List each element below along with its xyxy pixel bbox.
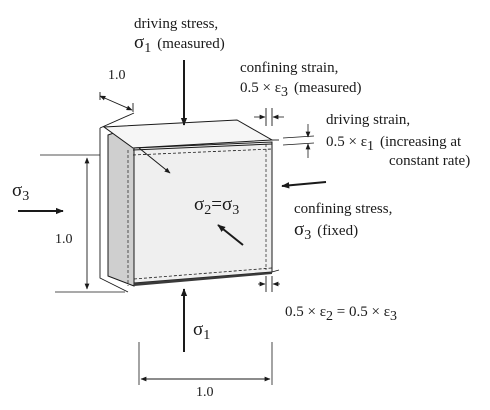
specimen-cube: [99, 112, 280, 293]
deformed-outline: [99, 128, 129, 293]
driving-strain-marker: [282, 124, 315, 158]
deformed-outline-top: [99, 112, 135, 129]
bottom-platen-dashed: [133, 267, 273, 280]
dimension-depth: 1.0: [99, 68, 134, 112]
driving-stress-expression: σ1(measured): [134, 32, 225, 56]
bottom-platen: [134, 272, 272, 286]
driving-stress-title: driving stress,: [134, 16, 218, 32]
top-platen-dashed: [132, 148, 273, 156]
top-platen: [132, 143, 273, 151]
driving-strain-title: driving strain,: [326, 112, 410, 128]
right-stress-arrow: [281, 181, 327, 189]
dimension-width-label: 1.0: [196, 385, 214, 400]
confining-strain-title: confining strain,: [240, 60, 338, 76]
confining-stress-title: confining stress,: [294, 201, 392, 217]
lateral-strain-marker: [258, 276, 280, 292]
dimension-height: 1.0: [40, 154, 125, 293]
left-stress-label: σ3: [12, 180, 29, 204]
cube-left-face: [107, 125, 135, 287]
center-relation-label: σ2=σ3: [194, 194, 239, 218]
confining-strain-expression: 0.5 × ε3(measured): [240, 80, 361, 100]
ghost-right-bottom: [271, 269, 280, 273]
driving-strain-note-line2: constant rate): [389, 153, 470, 169]
driving-strain-expression: 0.5 × ε1(increasing at: [326, 134, 462, 154]
confining-stress-expression: σ3(fixed): [294, 219, 358, 243]
lateral-strain-relation: 0.5 × ε2 = 0.5 × ε3: [285, 304, 397, 324]
center-stress-arrow: [217, 224, 244, 246]
dimension-width: 1.0: [138, 342, 273, 400]
dimension-height-label: 1.0: [55, 232, 73, 247]
dimension-depth-label: 1.0: [108, 68, 126, 83]
confining-strain-marker: [254, 108, 284, 126]
bottom-stress-label: σ1: [193, 319, 210, 343]
back-stress-arrow: [138, 147, 171, 174]
